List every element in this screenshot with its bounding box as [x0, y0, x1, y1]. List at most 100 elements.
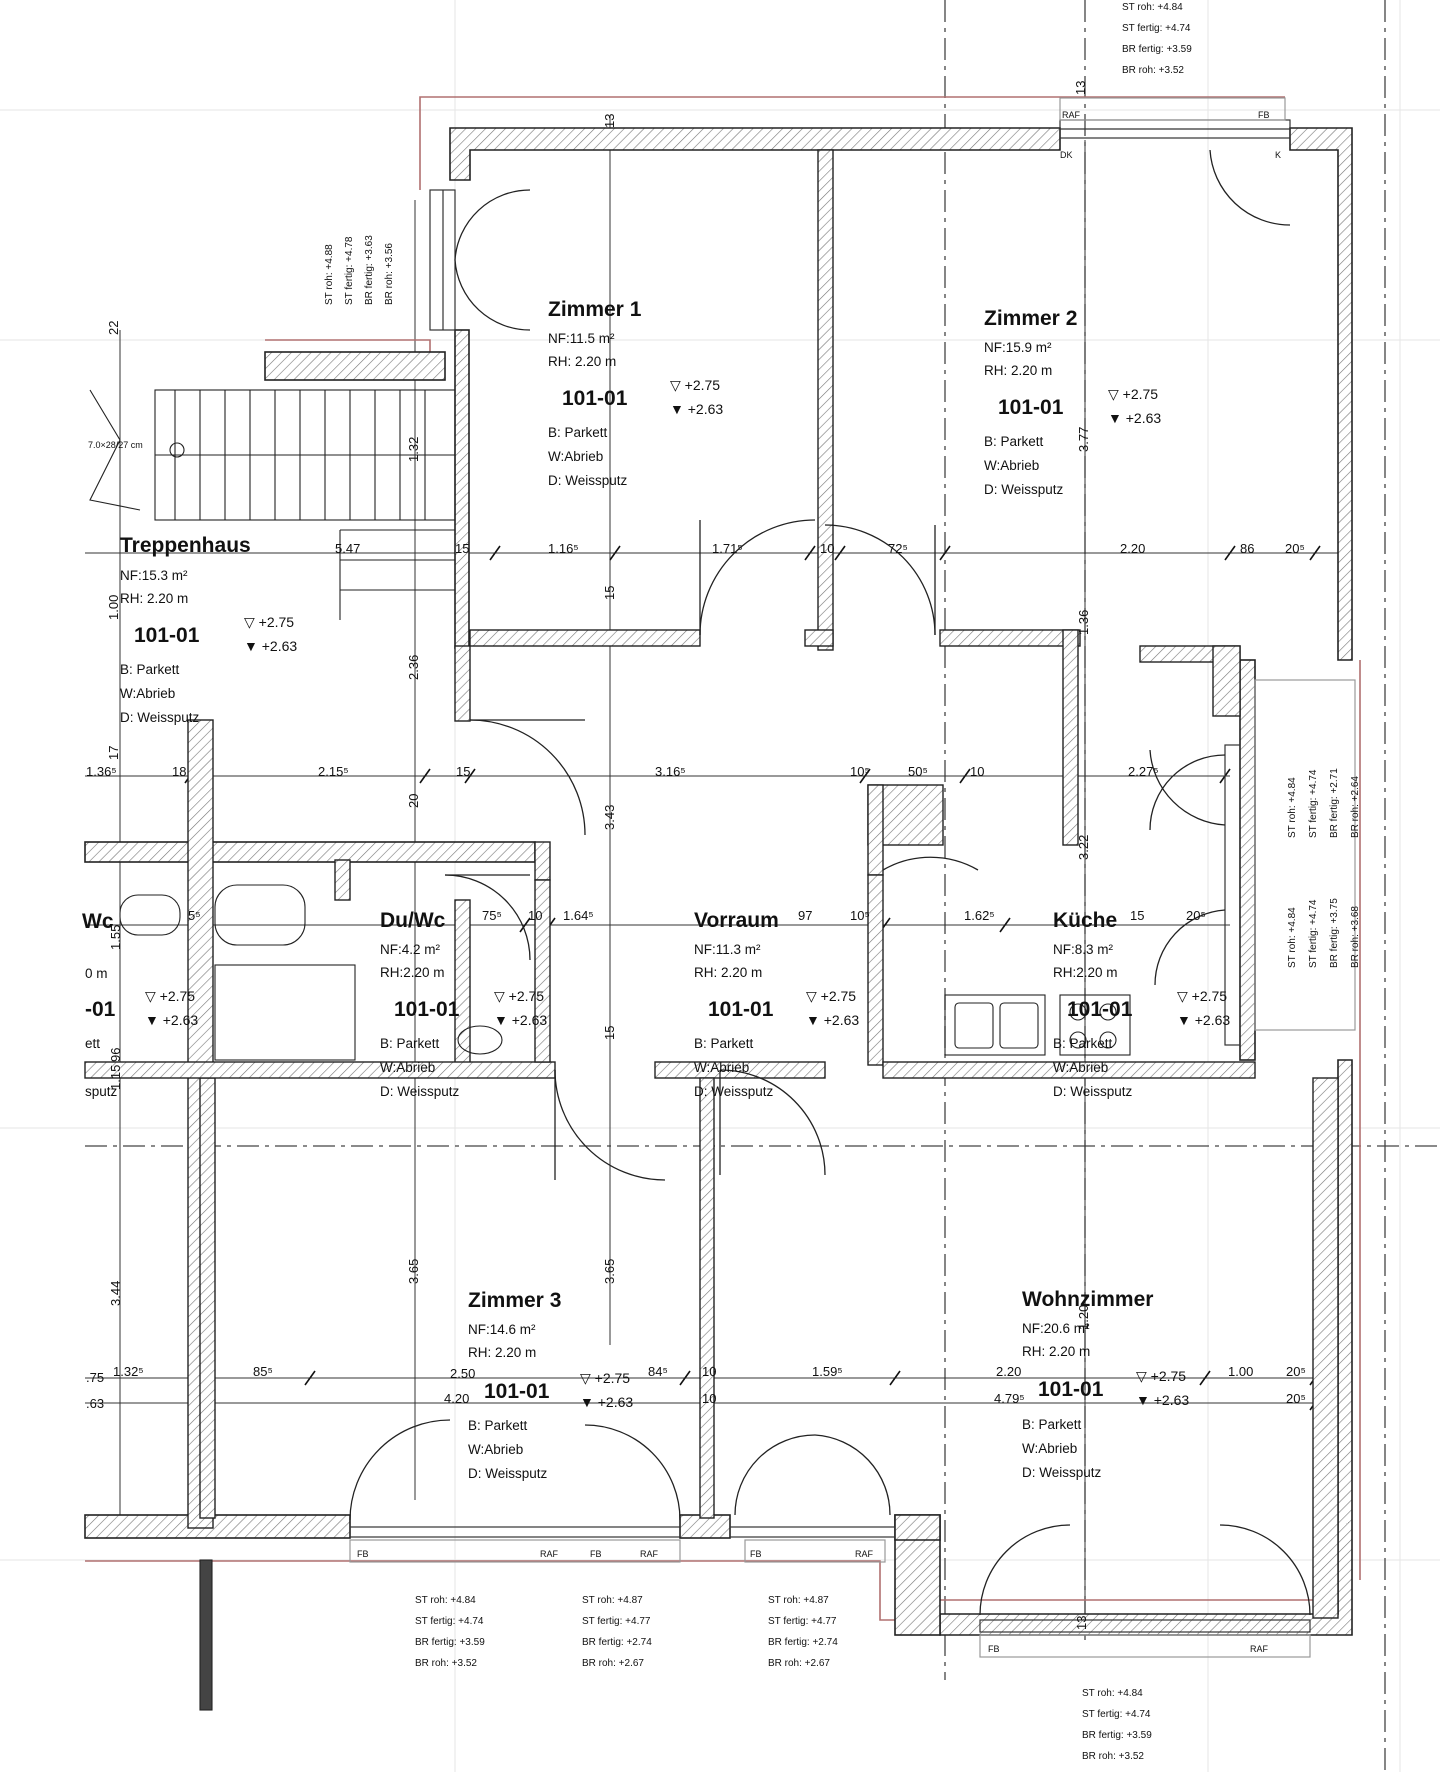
doors[interactable] [349, 149, 1311, 1616]
window-tag-fb: FB [1258, 110, 1270, 120]
level-line: ST roh: +4.87 [582, 1595, 643, 1606]
window-levels-right-2: ST roh: +4.84 ST fertig: +4.74 BR fertig… [1287, 898, 1361, 968]
window-tag-raf: RAF [540, 1549, 559, 1559]
dim-label: 3.44 [108, 1281, 123, 1306]
room-wall: W:Abrieb [1053, 1060, 1108, 1075]
stairs[interactable] [89, 389, 456, 620]
room-height: RH: 2.20 m [984, 363, 1052, 378]
level-line: BR roh: +3.52 [1122, 65, 1184, 76]
dim-label: 15 [602, 586, 617, 600]
room-ceiling: D: Weissputz [1053, 1084, 1133, 1099]
dim-label: 13 [602, 114, 617, 128]
room-wohnzimmer[interactable]: Wohnzimmer NF:20.6 m² RH: 2.20 m 101-01 … [1022, 1288, 1189, 1480]
room-ceiling: D: Weissputz [380, 1084, 460, 1099]
kitchen-sink [944, 994, 1046, 1056]
dim-label: 1.36⁵ [86, 764, 117, 779]
level-line: BR fertig: +2.74 [582, 1637, 652, 1648]
windows[interactable] [349, 97, 1356, 1658]
room-floor: B: Parkett [548, 425, 608, 440]
level-line: ST roh: +4.84 [1122, 2, 1183, 13]
room-ceiling: D: Weissputz [1022, 1465, 1102, 1480]
dimension-lines [85, 115, 1345, 1625]
window-levels-left: ST roh: +4.88 ST fertig: +4.78 BR fertig… [324, 235, 395, 305]
level-bottom: ▼ +2.63 [145, 1012, 198, 1028]
room-ceiling: sputz [85, 1084, 118, 1099]
level-line: ST fertig: +4.74 [415, 1616, 484, 1627]
room-wall: W:Abrieb [1022, 1441, 1077, 1456]
level-top: ▽ +2.75 [494, 988, 544, 1004]
room-floor: B: Parkett [1022, 1417, 1082, 1432]
level-line: BR fertig: +3.59 [1082, 1730, 1152, 1741]
dim-label: 2.36 [406, 655, 421, 680]
level-line: BR fertig: +2.74 [768, 1637, 838, 1648]
dim-label: 15 [602, 1026, 617, 1040]
room-zimmer-2[interactable]: Zimmer 2 NF:15.9 m² RH: 2.20 m 101-01 ▽ … [984, 307, 1161, 497]
room-floor: B: Parkett [1053, 1036, 1113, 1051]
dim-label: 50⁵ [908, 764, 928, 779]
dim-label: 13 [1073, 81, 1088, 95]
window-levels-bottom-1: ST roh: +4.84 ST fertig: +4.74 BR fertig… [415, 1595, 485, 1669]
dim-label: 15 [456, 764, 470, 779]
window-tag-fb: FB [988, 1644, 1000, 1654]
dim-label: 1.64⁵ [563, 908, 594, 923]
room-wc[interactable]: Wc 0 m -01 ▽ +2.75 ▼ +2.63 ett sputz [82, 910, 198, 1099]
dim-label: 15 [1130, 908, 1144, 923]
room-floor: B: Parkett [984, 434, 1044, 449]
dim-label: 1.59⁵ [812, 1364, 843, 1379]
window-levels-top: ST roh: +4.84 ST fertig: +4.74 BR fertig… [1122, 2, 1192, 76]
toilet [214, 884, 306, 946]
dim-label: 5.47 [335, 541, 360, 556]
level-bottom: ▼ +2.63 [1108, 410, 1161, 426]
room-code: 101-01 [1038, 1378, 1104, 1401]
room-wall: W:Abrieb [984, 458, 1039, 473]
window-levels-bottom-4: ST roh: +4.84 ST fertig: +4.74 BR fertig… [1082, 1688, 1152, 1762]
dim-label: 72⁵ [888, 541, 908, 556]
level-bottom: ▼ +2.63 [670, 401, 723, 417]
room-name: Wohnzimmer [1022, 1288, 1153, 1311]
room-height: RH: 2.20 m [120, 591, 188, 606]
dim-label: 3.16⁵ [655, 764, 686, 779]
room-area: NF:20.6 m² [1022, 1321, 1090, 1336]
room-code: 101-01 [484, 1380, 550, 1403]
room-area: NF:4.2 m² [380, 942, 441, 957]
level-line: ST fertig: +4.78 [344, 236, 355, 305]
level-line: ST fertig: +4.77 [582, 1616, 651, 1627]
level-line: ST fertig: +4.74 [1122, 23, 1191, 34]
level-line: BR roh: +3.68 [1350, 906, 1361, 968]
room-wall: W:Abrieb [694, 1060, 749, 1075]
room-zimmer-3[interactable]: Zimmer 3 NF:14.6 m² RH: 2.20 m 101-01 ▽ … [468, 1289, 633, 1481]
room-kueche[interactable]: Küche NF:8.3 m² RH:2.20 m 101-01 ▽ +2.75… [1053, 909, 1230, 1099]
interior-walls[interactable] [84, 149, 1339, 1619]
dim-label: 3.77 [1076, 427, 1091, 452]
room-du-wc[interactable]: Du/Wc NF:4.2 m² RH:2.20 m 101-01 ▽ +2.75… [380, 909, 547, 1099]
exterior-walls[interactable] [84, 127, 1353, 1636]
room-ceiling: D: Weissputz [548, 473, 628, 488]
room-height: RH:2.20 m [1053, 965, 1118, 980]
room-name: Du/Wc [380, 909, 446, 932]
level-top: ▽ +2.75 [580, 1370, 630, 1386]
room-vorraum[interactable]: Vorraum NF:11.3 m² RH: 2.20 m 101-01 ▽ +… [694, 909, 859, 1099]
room-code: 101-01 [134, 624, 200, 647]
dim-label: 1.55 [108, 925, 123, 950]
level-top: ▽ +2.75 [244, 614, 294, 630]
room-zimmer-1[interactable]: Zimmer 1 NF:11.5 m² RH: 2.20 m 101-01 ▽ … [548, 298, 723, 488]
dim-label: 2.20 [1120, 541, 1145, 556]
level-top: ▽ +2.75 [670, 377, 720, 393]
fixtures [119, 884, 1131, 1711]
level-top: ▽ +2.75 [145, 988, 195, 1004]
bathtub [214, 964, 356, 1061]
level-bottom: ▼ +2.63 [1177, 1012, 1230, 1028]
room-floor: B: Parkett [120, 662, 180, 677]
room-code: 101-01 [998, 396, 1064, 419]
room-ceiling: D: Weissputz [468, 1466, 548, 1481]
level-line: BR fertig: +3.75 [1329, 898, 1340, 968]
stair-dimension: 7.0×28/27 cm [88, 440, 143, 450]
dim-label: 20⁵ [1186, 908, 1206, 923]
window-tag-raf: RAF [855, 1549, 874, 1559]
window-levels-bottom-3: ST roh: +4.87 ST fertig: +4.77 BR fertig… [768, 1595, 838, 1669]
level-top: ▽ +2.75 [806, 988, 856, 1004]
level-line: BR roh: +3.56 [384, 243, 395, 305]
dim-label: 3.65 [602, 1259, 617, 1284]
room-treppenhaus[interactable]: Treppenhaus NF:15.3 m² RH: 2.20 m 101-01… [120, 534, 297, 725]
